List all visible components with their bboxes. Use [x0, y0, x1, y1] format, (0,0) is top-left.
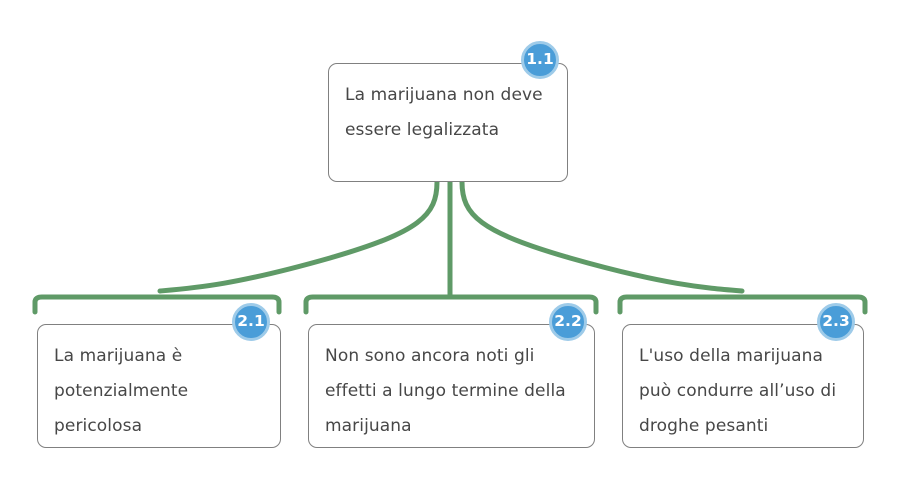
badge-node-child-1[interactable]: 2.1	[232, 303, 270, 341]
node-child-2-text: Non sono ancora noti gli effetti a lungo…	[325, 346, 566, 436]
badge-node-child-1-label: 2.1	[237, 312, 265, 331]
connector-to-child-3	[459, 179, 745, 294]
node-child-1-text: La marijuana è potenzialmente pericolosa	[54, 346, 189, 436]
node-root[interactable]: La marijuana non deve essere legalizzata	[328, 63, 568, 182]
connector-to-child-1	[157, 179, 440, 294]
badge-node-root-label: 1.1	[526, 50, 554, 69]
node-child-1[interactable]: La marijuana è potenzialmente pericolosa	[37, 324, 281, 448]
badge-node-child-2[interactable]: 2.2	[549, 303, 587, 341]
badge-node-child-3[interactable]: 2.3	[817, 303, 855, 341]
badge-node-root[interactable]: 1.1	[521, 41, 559, 79]
badge-node-child-2-label: 2.2	[554, 312, 582, 331]
badge-node-child-3-label: 2.3	[822, 312, 850, 331]
node-child-3-text: L'uso della marijuana può condurre all’u…	[639, 346, 837, 436]
node-child-2[interactable]: Non sono ancora noti gli effetti a lungo…	[308, 324, 595, 448]
node-root-text: La marijuana non deve essere legalizzata	[345, 85, 543, 140]
node-child-3[interactable]: L'uso della marijuana può condurre all’u…	[622, 324, 864, 448]
